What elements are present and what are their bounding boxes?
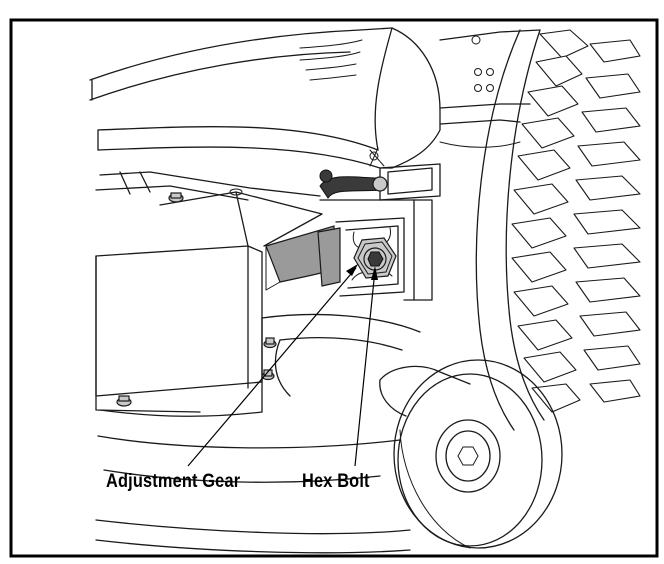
deck-bolt [261,369,275,381]
hex-bolt-arrowhead [371,266,378,280]
adjustment-gear-arrowhead [346,264,358,276]
adjustment-gear-label: Adjustment Gear [106,471,241,492]
deck-housing [95,171,421,554]
tire [475,29,641,431]
adjustment-gear-leader [187,267,357,467]
fender-panel [89,27,541,169]
hex-bolt-label: Hex Bolt [302,471,370,492]
deck-bolt [263,337,277,349]
hex-bolt-leader [354,269,376,467]
housing-bolt [168,192,184,203]
roller-wheel [379,359,563,549]
adjustment-bracket [265,147,441,301]
housing-bolt [116,395,132,407]
figure-frame [9,18,659,558]
